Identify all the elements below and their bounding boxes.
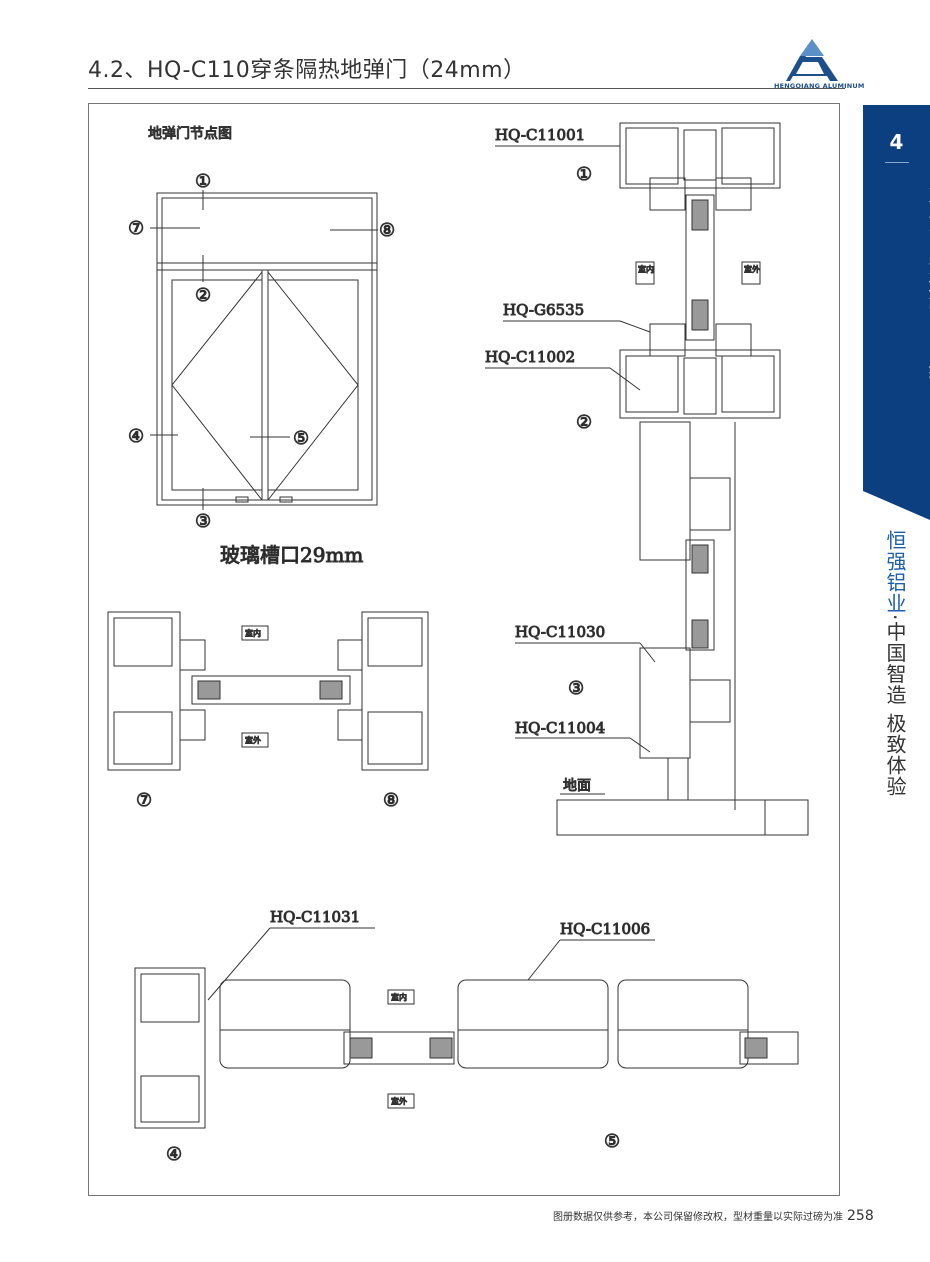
vs-marker-2: ② [576,412,592,433]
page-number: 258 [847,1208,874,1224]
logo-text: HENGQIANG ALUMINUM [774,82,865,90]
marker-4-section: ④ [166,1144,182,1165]
marker-2: ② [195,285,211,306]
slogan: 恒强铝业·中国智造 极致体验 [883,530,907,797]
vertical-section: 室内 室外 HQ-C11001 ① HQ-G6535 HQ-C11002 ② H… [485,122,809,836]
vs-outdoor-label: 室外 [744,264,760,274]
vs-marker-1: ① [576,164,592,185]
section-7-8: 室内 室外 ⑦ ⑧ [107,611,429,812]
label-hq-c11004: HQ-C11004 [515,719,605,737]
label-hq-c11031: HQ-C11031 [270,908,360,926]
label-hq-c11002: HQ-C11002 [485,348,575,366]
hengqiang-logo-icon [786,39,838,81]
elevation-title: 地弹门节点图 [148,126,232,142]
s78-outdoor-label: 室外 [245,735,261,745]
label-hq-c11030: HQ-C11030 [515,623,605,641]
marker-3: ③ [195,511,211,532]
label-hq-c11006: HQ-C11006 [560,920,650,938]
slogan-brand: 恒强铝业 [883,530,907,614]
drawing-frame [88,103,840,1196]
label-hq-g6535: HQ-G6535 [503,301,584,319]
footer: 图册数据仅供参考，本公司保留修改权，型材重量以实际过磅为准 258 [553,1208,874,1224]
header-divider [88,88,845,89]
vs-indoor-label: 室内 [638,264,654,274]
vs-marker-3: ③ [568,678,584,699]
chapter-number: 4 [889,130,904,154]
chapter-tab: 4 穿条式隔热地弹门系统 [863,105,930,520]
ground-label: 地面 [563,778,591,794]
label-hq-c11001: HQ-C11001 [495,126,585,144]
marker-5: ⑤ [293,428,309,449]
s45-indoor-label: 室内 [391,992,407,1002]
s45-outdoor-label: 室外 [391,1096,407,1106]
door-elevation: 地弹门节点图 ① ⑦ ⑧ ② ④ ⑤ ③ 玻璃槽口29mm [128,126,396,568]
chapter-divider [885,162,909,163]
marker-7: ⑦ [128,218,144,239]
marker-7-section: ⑦ [136,790,152,811]
marker-5-section: ⑤ [604,1131,620,1152]
glass-slot-label: 玻璃槽口29mm [220,543,363,567]
section-4-5: 室内 室外 HQ-C11031 HQ-C11006 ④ ⑤ [134,908,799,1166]
slogan-rest: 中国智造 极致体验 [883,621,907,797]
chapter-title: 穿条式隔热地弹门系统 [926,170,930,380]
slogan-dot: · [883,614,907,622]
marker-8: ⑧ [379,220,395,241]
s78-indoor-label: 室内 [245,628,261,638]
footer-note: 图册数据仅供参考，本公司保留修改权，型材重量以实际过磅为准 [553,1212,843,1223]
page-title: 4.2、HQ-C110穿条隔热地弹门（24mm） [88,58,526,83]
marker-4: ④ [128,426,144,447]
marker-1: ① [195,171,211,192]
marker-8-section: ⑧ [383,790,399,811]
